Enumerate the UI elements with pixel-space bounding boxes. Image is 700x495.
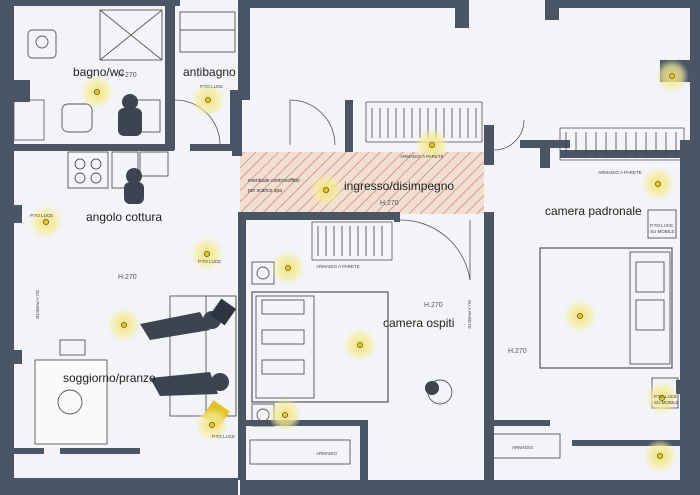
height-entrance: H.270: [380, 200, 399, 207]
light-label-master-1: P.TO LUCE: [650, 223, 673, 228]
light-label-master-mobile-1: SU MOBILE: [650, 229, 675, 234]
light-label-master-mobile-2: SU MOBILE: [654, 400, 679, 405]
light-master-4-icon: [657, 453, 663, 459]
light-antibath-icon: [205, 97, 211, 103]
person-figures: [118, 94, 439, 396]
wall-label-mid: SU A PARETE: [467, 300, 472, 329]
light-living-1-icon: [204, 251, 210, 257]
cabinet-label-guest: ARMADIO: [316, 451, 338, 456]
light-guest-3-icon: [282, 412, 288, 418]
room-label-entrance: ingresso/disimpegno: [344, 179, 454, 193]
light-guest-1-icon: [285, 265, 291, 271]
room-label-kitchen: angolo cottura: [86, 210, 162, 224]
ceiling-note-1: eventuale controsoffitto: [248, 178, 300, 184]
wall-label-left: SU A PARETE: [35, 290, 40, 319]
light-points: [29, 59, 689, 473]
light-living-3-icon: [209, 422, 215, 428]
height-guest: H.270: [424, 302, 443, 309]
light-label-antibath: P.TO LUCE: [200, 84, 223, 89]
light-bathroom-icon: [94, 89, 100, 95]
cabinet-label-master: ARMADIO: [512, 445, 534, 450]
light-guest-2-icon: [357, 342, 363, 348]
closet-label-entrance: ARMADIO A PARETE: [316, 264, 360, 269]
light-master-1-icon: [577, 313, 583, 319]
light-entrance-icon: [323, 187, 329, 193]
room-label-guest: camera ospiti: [383, 316, 454, 330]
light-corridor-icon: [429, 142, 435, 148]
room-label-living: soggiorno/pranzo: [63, 371, 156, 385]
hangers: [317, 108, 677, 256]
height-master: H.270: [508, 348, 527, 355]
light-master-3-icon: [659, 395, 665, 401]
light-label-living-1: P.TO LUCE: [198, 259, 221, 264]
height-kitchen: H.270: [118, 274, 137, 281]
light-label-living-2: P.TO LUCE: [212, 434, 235, 439]
light-label-kitchen: P.TO LUCE: [30, 213, 53, 218]
fixtures: [27, 9, 679, 465]
light-top-right-icon: [669, 73, 675, 79]
light-label-master-2: P.TO LUCE: [654, 394, 677, 399]
height-bathroom: H 270: [118, 72, 137, 79]
ceiling-hatch-area: [240, 152, 484, 214]
light-master-2-icon: [655, 181, 661, 187]
light-living-2-icon: [121, 322, 127, 328]
room-label-bathroom: bagno/wc: [73, 65, 124, 79]
room-label-antibath: antibagno: [183, 65, 236, 79]
room-label-master: camera padronale: [545, 204, 642, 218]
closet-label-master: ARMADIO A PARETE: [598, 170, 642, 175]
light-kitchen-icon: [43, 219, 49, 225]
ceiling-note-2: per scarico spa: [248, 188, 282, 194]
closet-label-top: ARMADIO A PARETE: [400, 154, 444, 159]
